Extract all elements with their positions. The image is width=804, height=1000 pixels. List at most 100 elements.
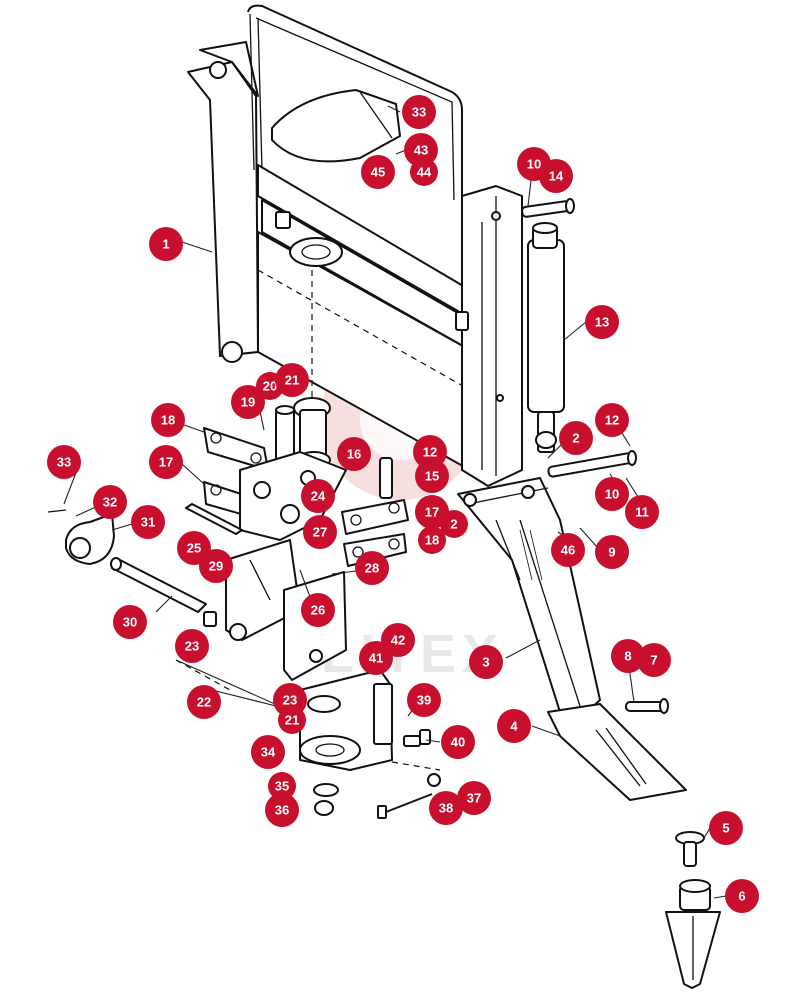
callout-badge: 45 xyxy=(361,155,395,189)
callout-label: 41 xyxy=(369,651,383,666)
bolt xyxy=(403,729,431,747)
bolt xyxy=(377,773,441,819)
callout-label: 42 xyxy=(391,633,405,648)
callout-badge: 24 xyxy=(301,479,335,513)
callout-badge: 2 xyxy=(440,510,468,538)
callout-label: 5 xyxy=(722,821,729,836)
callout-badge: 12 xyxy=(595,403,629,437)
callout-label: 7 xyxy=(650,653,657,668)
callout-badge: 17 xyxy=(149,445,183,479)
callout-badge: 28 xyxy=(355,551,389,585)
callout-badge: 36 xyxy=(265,793,299,827)
callout-label: 6 xyxy=(738,889,745,904)
callout-label: 19 xyxy=(241,395,255,410)
callout-badge: 9 xyxy=(595,535,629,569)
callout-label: 40 xyxy=(451,735,465,750)
callout-badge: 19 xyxy=(231,385,265,419)
callout-badge: 41 xyxy=(359,641,393,675)
callout-label: 2 xyxy=(572,431,579,446)
callout-badge: 34 xyxy=(251,735,285,769)
lower-casting xyxy=(299,669,393,771)
nut xyxy=(314,800,334,816)
callout-badge: 18 xyxy=(418,526,446,554)
pin xyxy=(625,698,669,714)
callout-label: 35 xyxy=(275,779,289,794)
callout-label: 17 xyxy=(159,455,173,470)
callout-badge: 33 xyxy=(402,95,436,129)
callout-label: 9 xyxy=(608,545,615,560)
callout-label: 3 xyxy=(482,655,489,670)
callout-label: 11 xyxy=(635,505,649,520)
callout-label: 28 xyxy=(365,561,379,576)
bolt xyxy=(47,509,67,513)
hydraulic-cylinder xyxy=(527,222,565,453)
callout-badge: 26 xyxy=(301,593,335,627)
callout-badge: 31 xyxy=(131,505,165,539)
callout-label: 38 xyxy=(439,801,453,816)
callout-label: 37 xyxy=(467,791,481,806)
callout-label: 30 xyxy=(123,615,137,630)
callout-label: 8 xyxy=(624,649,631,664)
callout-badge: 15 xyxy=(415,459,449,493)
callout-badge: 14 xyxy=(539,159,573,193)
callout-label: 17 xyxy=(425,505,439,520)
pin xyxy=(379,457,393,499)
pin xyxy=(521,198,575,218)
callout-label: 39 xyxy=(417,693,431,708)
callout-label: 43 xyxy=(414,143,428,158)
callout-badge: 3 xyxy=(469,645,503,679)
callout-badge: 6 xyxy=(725,879,759,913)
callout-label: 2 xyxy=(450,517,457,532)
callout-label: 18 xyxy=(425,533,439,548)
callout-badge: 7 xyxy=(637,643,671,677)
blade xyxy=(547,703,687,801)
callout-badge: 40 xyxy=(441,725,475,759)
callout-badge: 5 xyxy=(709,811,743,845)
callout-badge: 30 xyxy=(113,605,147,639)
callout-badge: 1 xyxy=(149,227,183,261)
callout-label: 4 xyxy=(510,719,518,734)
callout-badge: 2 xyxy=(559,421,593,455)
callout-label: 10 xyxy=(605,487,619,502)
callout-badge: 35 xyxy=(268,772,296,800)
callout-label: 21 xyxy=(285,373,299,388)
callout-badge: 21 xyxy=(278,706,306,734)
callout-badge: 21 xyxy=(275,363,309,397)
callout-label: 29 xyxy=(209,559,223,574)
callout-badge: 37 xyxy=(457,781,491,815)
callout-label: 10 xyxy=(527,157,541,172)
rod xyxy=(185,503,243,535)
callout-label: 1 xyxy=(162,237,169,252)
callout-label: 32 xyxy=(103,495,117,510)
callout-badge: 8 xyxy=(611,639,645,673)
callout-badge: 27 xyxy=(303,515,337,549)
tooth-point xyxy=(665,879,721,989)
callout-label: 23 xyxy=(185,639,199,654)
link-arm xyxy=(457,477,601,719)
callout-label: 36 xyxy=(275,803,289,818)
callout-badge: 23 xyxy=(175,629,209,663)
callout-label: 31 xyxy=(141,515,155,530)
callout-badge: 38 xyxy=(429,791,463,825)
callout-badge: 10 xyxy=(595,477,629,511)
callout-label: 45 xyxy=(371,165,385,180)
callout-label: 12 xyxy=(423,445,437,460)
washer xyxy=(313,783,339,797)
callout-badge: 29 xyxy=(199,549,233,583)
callout-label: 23 xyxy=(283,693,297,708)
callout-badge: 22 xyxy=(187,685,221,719)
mount-block xyxy=(65,513,115,565)
callout-label: 33 xyxy=(412,105,426,120)
callout-badge: 43 xyxy=(404,133,438,167)
callout-label: 26 xyxy=(311,603,325,618)
callout-badge: 4 xyxy=(497,709,531,743)
callout-label: 33 xyxy=(57,455,71,470)
callout-badge: 16 xyxy=(337,437,371,471)
callout-badge: 46 xyxy=(551,533,585,567)
callout-label: 13 xyxy=(595,315,609,330)
callout-badge: 33 xyxy=(47,445,81,479)
callout-label: 21 xyxy=(285,713,299,728)
callout-badge: 11 xyxy=(625,495,659,529)
callout-label: 44 xyxy=(417,165,432,180)
callout-label: 27 xyxy=(313,525,327,540)
